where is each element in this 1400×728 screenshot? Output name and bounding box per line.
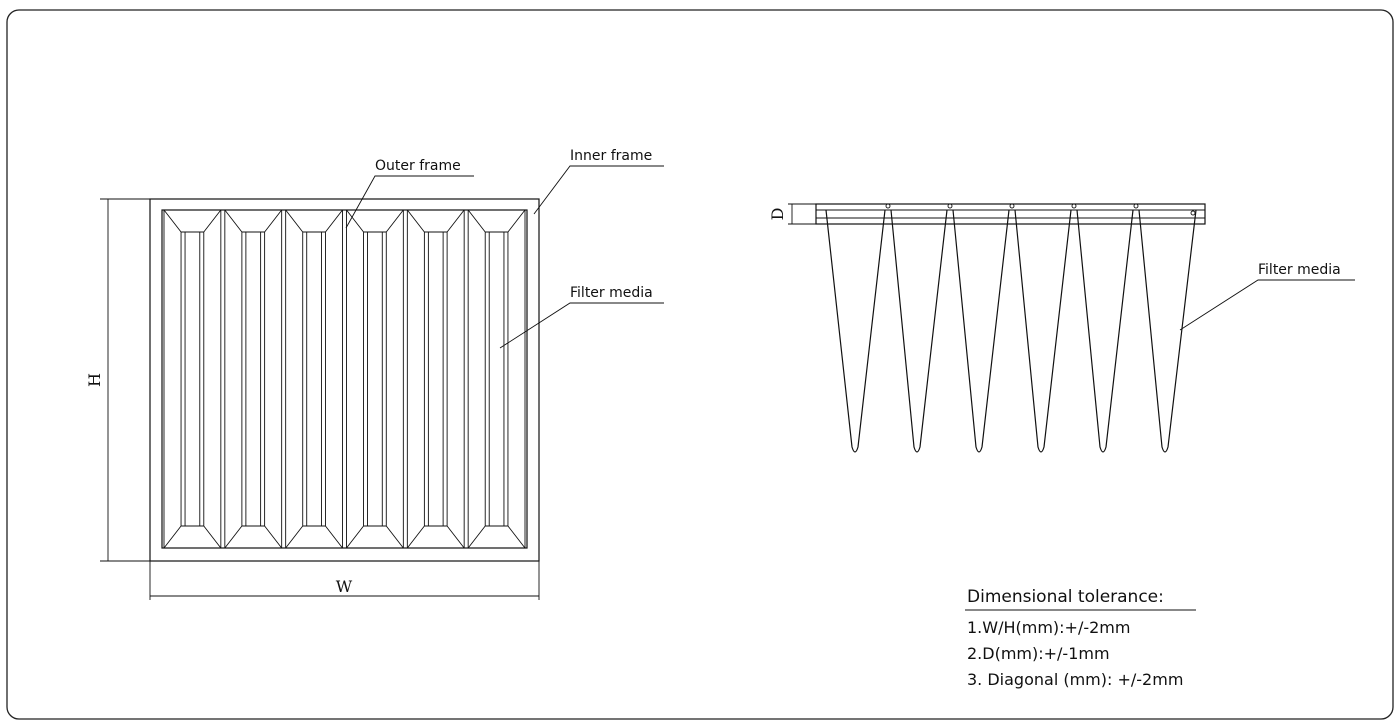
pocket-left-edge bbox=[467, 209, 486, 549]
tolerance-item: 3. Diagonal (mm): +/-2mm bbox=[967, 670, 1183, 689]
side-pocket bbox=[1138, 209, 1197, 453]
pocket-joint bbox=[885, 203, 891, 209]
side-filter-media-label: Filter media bbox=[1258, 262, 1341, 278]
pocket-left-edge bbox=[406, 209, 425, 549]
side-view: D Filter media bbox=[768, 203, 1355, 453]
pocket-right-edge bbox=[203, 209, 222, 549]
inner-frame-label: Inner frame bbox=[570, 148, 652, 164]
pocket-left-edge bbox=[285, 209, 304, 549]
pocket-right-edge bbox=[325, 209, 343, 549]
pocket-joint bbox=[1009, 203, 1015, 209]
front-pocket bbox=[285, 209, 343, 549]
side-pockets bbox=[825, 203, 1197, 453]
width-dimension-label: W bbox=[336, 577, 353, 596]
front-pockets bbox=[163, 209, 526, 549]
outer-frame bbox=[149, 198, 540, 562]
depth-dimension-label: D bbox=[768, 208, 787, 221]
side-pocket bbox=[890, 209, 948, 453]
front-pocket bbox=[163, 209, 222, 549]
pocket-right-edge bbox=[385, 209, 404, 549]
front-pocket bbox=[467, 209, 526, 549]
front-pocket bbox=[346, 209, 404, 549]
pocket-cell bbox=[467, 209, 526, 549]
pocket-cell bbox=[163, 209, 222, 549]
front-view: H W Outer frame Inner frame Filter media bbox=[85, 148, 664, 600]
pocket-joint bbox=[1071, 203, 1077, 209]
pocket-left-edge bbox=[163, 209, 182, 549]
pocket-left-edge bbox=[346, 209, 364, 549]
tolerance-item: 2.D(mm):+/-1mm bbox=[967, 644, 1110, 663]
front-pocket bbox=[406, 209, 465, 549]
pocket-cell bbox=[406, 209, 465, 549]
outer-frame-label: Outer frame bbox=[375, 158, 461, 174]
pocket-right-edge bbox=[507, 209, 526, 549]
inner-frame bbox=[161, 209, 528, 549]
side-filter-media-leader bbox=[1179, 279, 1355, 331]
side-pocket bbox=[952, 209, 1010, 453]
pocket-joint bbox=[947, 203, 953, 209]
pocket-right-edge bbox=[446, 209, 465, 549]
side-header-frame bbox=[815, 203, 1206, 225]
pocket-right-edge bbox=[264, 209, 283, 549]
side-pocket bbox=[1076, 209, 1134, 453]
pocket-cell bbox=[285, 209, 343, 549]
pocket-cell bbox=[346, 209, 404, 549]
tolerance-note: Dimensional tolerance: 1.W/H(mm):+/-2mm … bbox=[965, 587, 1196, 689]
height-dimension-label: H bbox=[85, 373, 104, 387]
front-filter-media-leader bbox=[499, 302, 664, 349]
front-pocket bbox=[224, 209, 283, 549]
inner-frame-leader bbox=[533, 165, 664, 215]
pocket-cell bbox=[224, 209, 283, 549]
tolerance-title: Dimensional tolerance: bbox=[967, 587, 1164, 607]
pocket-joint bbox=[1190, 210, 1196, 216]
pocket-left-edge bbox=[224, 209, 243, 549]
pocket-joint bbox=[1133, 203, 1139, 209]
front-filter-media-label: Filter media bbox=[570, 285, 653, 301]
side-pocket bbox=[825, 209, 886, 453]
side-pocket bbox=[1014, 209, 1072, 453]
outer-frame-leader bbox=[345, 175, 474, 229]
drawing-border bbox=[6, 9, 1394, 720]
tolerance-item: 1.W/H(mm):+/-2mm bbox=[967, 618, 1130, 637]
